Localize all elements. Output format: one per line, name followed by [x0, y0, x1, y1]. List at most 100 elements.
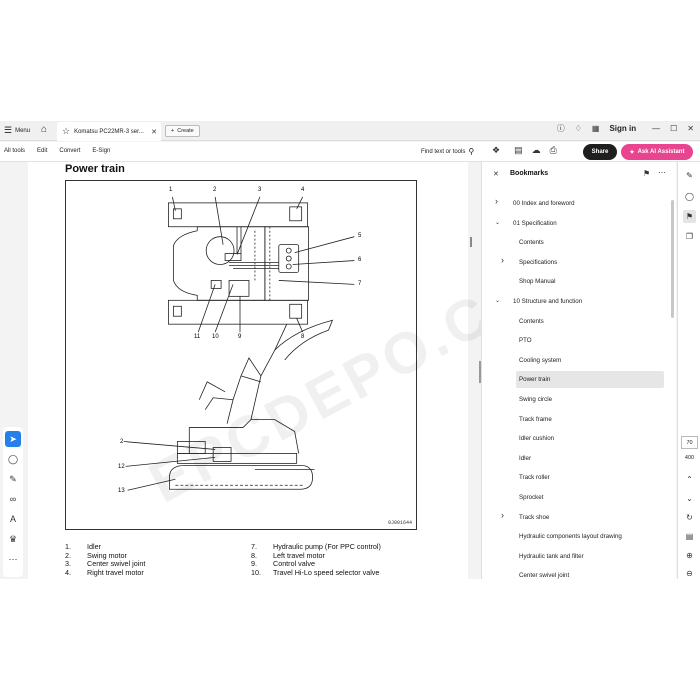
- bookmark-item[interactable]: Idler cushion: [519, 435, 555, 443]
- bookmark-item[interactable]: 10 Structure and function: [513, 298, 583, 305]
- text-box-icon[interactable]: A: [9, 514, 16, 524]
- callout-13: 13: [118, 488, 125, 494]
- save-icon[interactable]: ▤: [514, 145, 523, 155]
- pdf-page: Power train: [28, 162, 592, 579]
- ai-compare-icon[interactable]: ❖: [492, 145, 501, 155]
- chevron-up-icon[interactable]: ⌃: [686, 475, 693, 484]
- upload-cloud-icon[interactable]: ☁: [531, 145, 541, 155]
- create-button[interactable]: + Create: [165, 125, 200, 137]
- callout-7: 7: [358, 281, 362, 287]
- callout-6: 6: [358, 257, 362, 263]
- rotate-icon[interactable]: ↻: [686, 513, 693, 522]
- left-tool-strip: ➤ ◯ ✎ ∞ A ♛ ⋯: [3, 427, 23, 577]
- document-tab-title: Komatsu PC22MR-3 ser...: [74, 128, 144, 135]
- menu-convert[interactable]: Convert: [59, 148, 81, 154]
- notification-bell-icon[interactable]: ♢: [574, 124, 582, 133]
- bookmark-item[interactable]: Hydraulic tank and filter: [519, 552, 584, 560]
- apps-grid-icon[interactable]: ▦: [591, 124, 600, 133]
- bookmark-item[interactable]: 01 Specification: [513, 219, 557, 227]
- legend-item: 1.Idler: [65, 542, 101, 551]
- page-fit-icon[interactable]: ▤: [685, 532, 694, 541]
- bookmark-item[interactable]: Cooling system: [519, 356, 562, 364]
- zoom-out-icon[interactable]: ⊖: [686, 569, 693, 578]
- print-icon[interactable]: ⎙: [549, 145, 557, 155]
- close-panel-icon[interactable]: ✕: [493, 171, 499, 178]
- bookmark-item[interactable]: Shop Manual: [519, 278, 556, 286]
- callout-3: 3: [258, 187, 262, 193]
- home-icon[interactable]: ⌂: [41, 124, 48, 135]
- minimize-icon[interactable]: —: [652, 124, 661, 133]
- power-train-diagram: EPCDEPO.COM 1 2 3 4 5 6 7 8 9 10 11 2 12…: [65, 180, 592, 530]
- chevron-right-icon[interactable]: ›: [501, 254, 504, 265]
- search-icon: ⚲: [468, 147, 475, 156]
- menu-edit[interactable]: Edit: [37, 148, 48, 154]
- legend-right-column: 7.Hydraulic pump (For PPC control) 8.Lef…: [251, 542, 381, 577]
- panel-resize-handle[interactable]: [470, 237, 472, 247]
- hamburger-icon: ☰: [4, 125, 13, 135]
- close-tab-icon[interactable]: ✕: [151, 128, 157, 136]
- bookmarks-scrollbar[interactable]: [671, 200, 674, 318]
- bookmark-item[interactable]: Center swivel joint: [519, 572, 570, 579]
- find-tools-button[interactable]: Find text or tools ⚲: [421, 147, 474, 156]
- chevron-down-icon[interactable]: ⌄: [495, 298, 501, 304]
- bookmark-item[interactable]: Power train: [516, 371, 664, 389]
- toolbar-icons: ❖ ▤ ☁ ⎙: [492, 145, 557, 156]
- lasso-icon[interactable]: ∞: [9, 494, 17, 504]
- callout-2: 2: [213, 187, 217, 193]
- bookmark-item[interactable]: 00 Index and foreword: [513, 200, 575, 207]
- maximize-icon[interactable]: ☐: [670, 124, 678, 133]
- bookmark-item[interactable]: PTO: [519, 337, 532, 345]
- acrobat-window: ☰ Menu ⌂ ☆ Komatsu PC22MR-3 ser... ✕ + C…: [0, 121, 700, 579]
- help-icon[interactable]: ⓘ: [556, 124, 565, 133]
- plus-icon: +: [171, 128, 175, 134]
- document-scrollbar-thumb[interactable]: [479, 361, 481, 383]
- more-tools-icon[interactable]: ⋯: [8, 553, 18, 564]
- pages-icon[interactable]: ❐: [685, 232, 694, 241]
- bookmark-item[interactable]: Contents: [519, 317, 544, 325]
- find-label: Find text or tools: [421, 148, 466, 155]
- bookmark-item[interactable]: Track frame: [519, 415, 552, 423]
- figure-number: 9J001644: [387, 520, 412, 526]
- menu-label: Menu: [15, 127, 31, 134]
- callout-11: 11: [194, 334, 201, 340]
- chevron-down-icon[interactable]: ⌄: [495, 219, 501, 226]
- ask-ai-assistant-button[interactable]: ✦ Ask AI Assistant: [621, 144, 693, 160]
- legend-item: 9.Control valve: [251, 559, 315, 569]
- bookmark-item[interactable]: Track roller: [519, 474, 550, 482]
- bookmark-item[interactable]: Specifications: [519, 258, 558, 266]
- sign-in-button[interactable]: Sign in: [609, 124, 637, 133]
- main-toolbar: All tools Edit Convert E-Sign Find text …: [0, 142, 700, 162]
- bookmarks-icon[interactable]: ⚑: [683, 210, 696, 223]
- share-button[interactable]: Share: [583, 144, 617, 160]
- select-pointer-icon[interactable]: ➤: [5, 431, 21, 447]
- stamp-icon[interactable]: ♛: [8, 533, 18, 544]
- bookmark-item[interactable]: Swing circle: [519, 396, 553, 403]
- menu-esign[interactable]: E-Sign: [92, 148, 111, 154]
- menu-button[interactable]: ☰ Menu: [4, 125, 30, 136]
- comment-icon[interactable]: ◯: [7, 453, 19, 464]
- bookmark-item[interactable]: Hydraulic components layout drawing: [519, 533, 622, 541]
- legend-item: 3.Center swivel joint: [65, 559, 146, 569]
- draw-pen-icon[interactable]: ✎: [9, 473, 17, 484]
- menu-all-tools[interactable]: All tools: [4, 148, 26, 154]
- comments-icon[interactable]: ◯: [685, 192, 694, 201]
- legend-item: 4.Right travel motor: [65, 567, 144, 577]
- zoom-in-icon[interactable]: ⊕: [686, 551, 693, 560]
- add-bookmark-icon[interactable]: ⚑: [643, 169, 651, 178]
- chevron-right-icon[interactable]: ›: [501, 509, 504, 520]
- document-tab[interactable]: ☆ Komatsu PC22MR-3 ser... ✕: [57, 122, 161, 141]
- star-icon[interactable]: ☆: [62, 126, 71, 136]
- chevron-right-icon[interactable]: ›: [495, 196, 498, 206]
- bookmarks-title: Bookmarks: [510, 170, 549, 177]
- close-window-icon[interactable]: ✕: [687, 124, 694, 133]
- chevron-down-icon[interactable]: ⌄: [686, 494, 693, 503]
- bookmark-item[interactable]: Idler: [519, 454, 532, 462]
- bookmark-item[interactable]: Sprocket: [519, 494, 544, 501]
- current-page-input[interactable]: 70: [681, 436, 698, 449]
- bookmark-item[interactable]: Track shoe: [519, 513, 550, 521]
- legend-item: 7.Hydraulic pump (For PPC control): [251, 542, 381, 551]
- bookmark-item[interactable]: Contents: [519, 239, 544, 247]
- more-options-icon[interactable]: ⋯: [658, 168, 666, 177]
- page-heading: Power train: [65, 163, 125, 175]
- edit-pdf-icon[interactable]: ✎: [686, 171, 693, 180]
